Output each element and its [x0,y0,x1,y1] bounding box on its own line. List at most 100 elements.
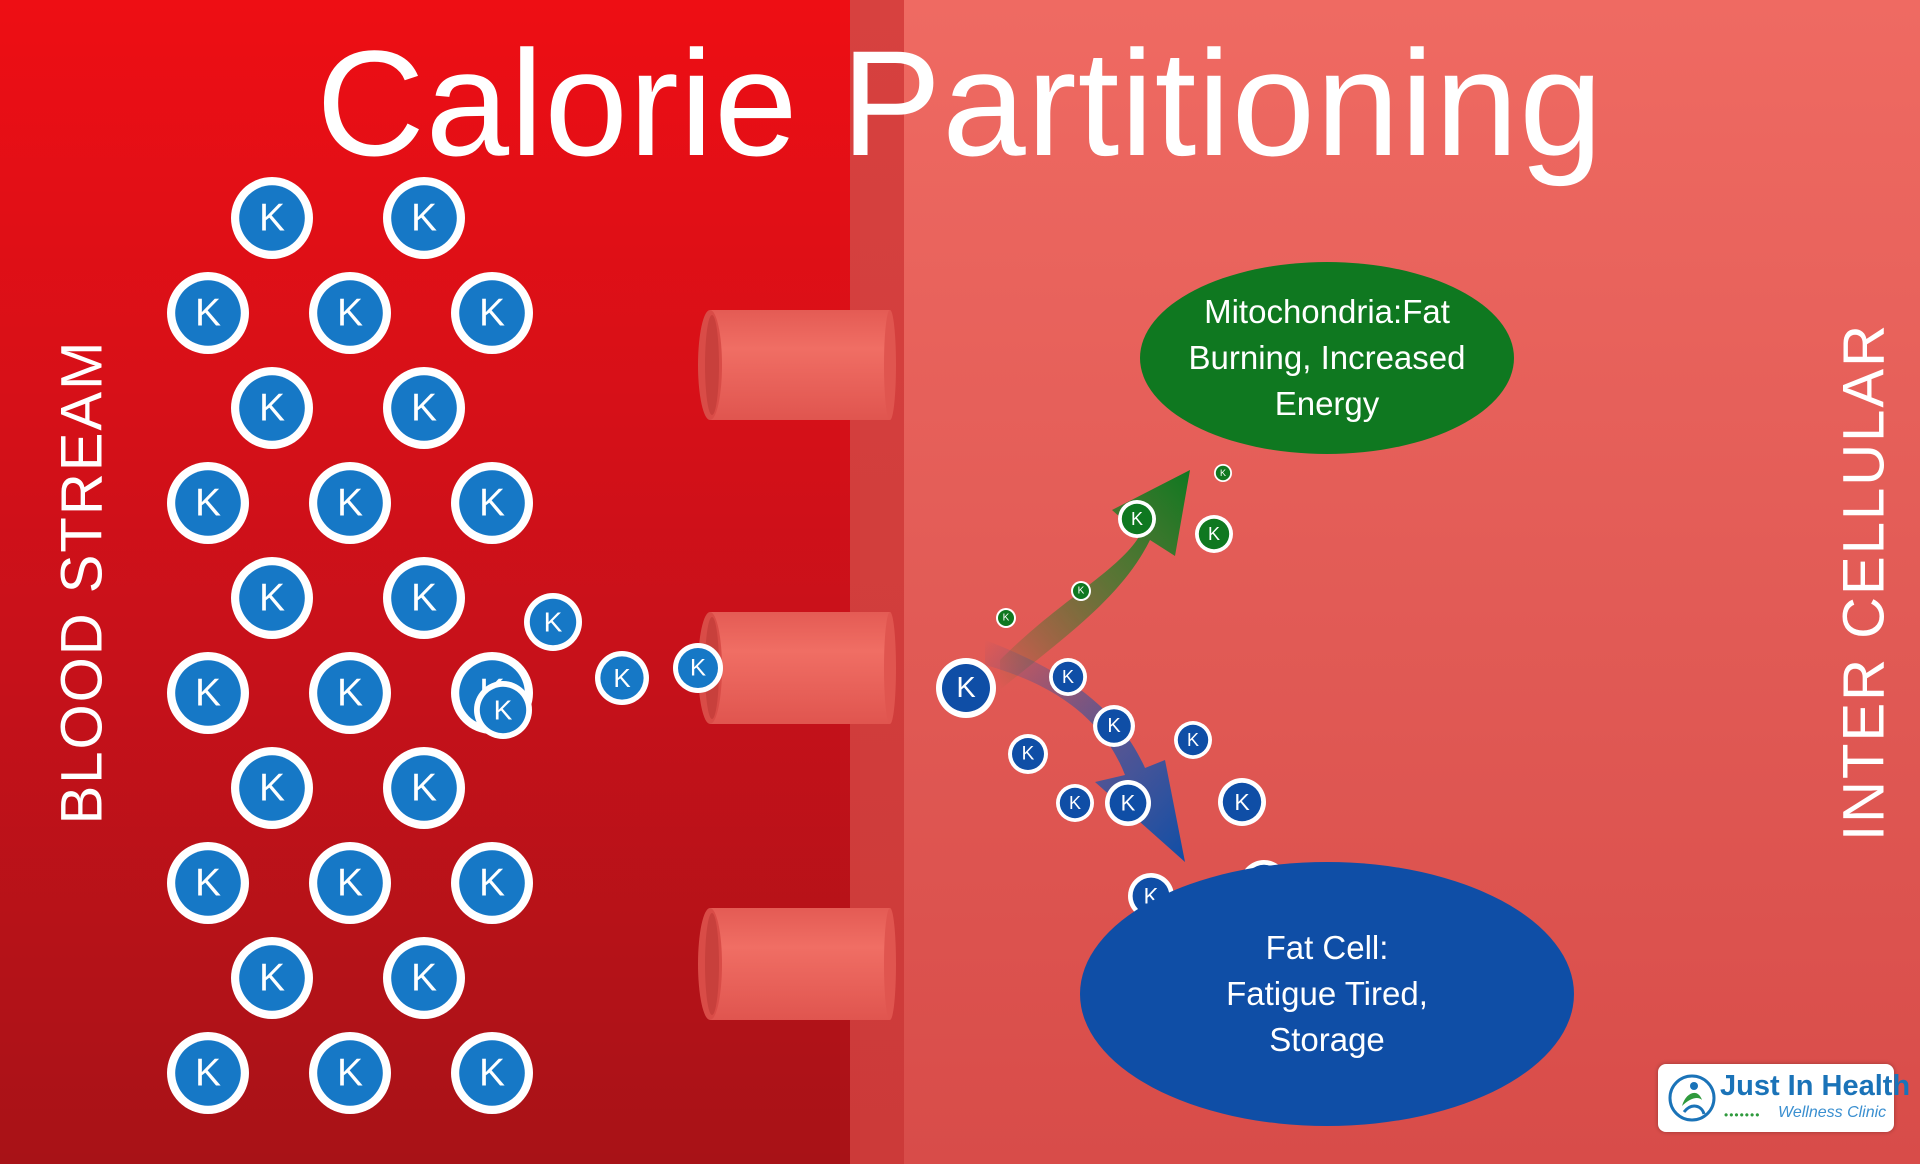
k-particle: K [474,681,532,739]
k-particle: K [1008,734,1048,774]
k-particle-core [391,945,457,1011]
k-particle-label: K [479,862,505,905]
k-particle-label: K [411,957,437,1000]
logo-name: Just In Health [1720,1070,1911,1102]
k-particle: K [524,593,582,651]
mitochondria-bubble: Mitochondria:Fat Burning, Increased Ener… [1140,262,1514,454]
k-particle: K [309,652,391,734]
k-particle: K [383,557,465,639]
k-particle: K [167,842,249,924]
fat-cell-bubble: Fat Cell: Fatigue Tired, Storage [1080,862,1574,1126]
k-particle-label: K [337,672,363,715]
k-particle-core [459,850,525,916]
k-particle-core [1073,583,1089,599]
k-particle-core [175,280,241,346]
k-particle-core [1198,518,1230,550]
k-particle-core [1121,503,1153,535]
k-particle: K [595,651,649,705]
arrow-to-mitochondria [1000,470,1190,690]
k-particle-label: K [195,292,221,335]
k-particle: K [1049,658,1087,696]
k-particle-label: K [1107,715,1121,737]
k-particle-label: K [195,862,221,905]
k-particle-label: K [1208,524,1220,544]
k-particle: K [1218,778,1266,826]
k-particle-core [1222,782,1262,822]
k-particle-core [1059,787,1091,819]
k-particle: K [996,608,1016,628]
k-particle: K [383,937,465,1019]
fat-cell-text: Fat Cell: Fatigue Tired, Storage [1226,929,1428,1058]
k-particle-core [998,610,1014,626]
k-particle: K [1105,780,1151,826]
k-particle: K [231,177,313,259]
k-particle-core [317,660,383,726]
k-particle: K [1071,581,1091,601]
k-particle-core [1109,784,1147,822]
k-particle-core [1097,709,1131,743]
k-particle-label: K [337,292,363,335]
k-particle: K [231,367,313,449]
k-particle-label: K [259,767,285,810]
k-particle: K [1093,705,1135,747]
k-particle: K [673,643,723,693]
membrane-channel-top [698,310,896,420]
k-particle-label: K [1187,730,1199,750]
k-particle-core [175,1040,241,1106]
clinic-logo: Just In Health ••••••• Wellness Clinic [1658,1064,1910,1132]
k-particle-core [459,470,525,536]
k-particle-label: K [259,957,285,1000]
k-particle-core [239,375,305,441]
k-particle-core [239,945,305,1011]
k-particle-label: K [690,655,706,682]
k-particle: K [1174,721,1212,759]
k-particle-core [239,565,305,631]
k-particle-core [459,1040,525,1106]
k-particle-label: K [1121,791,1136,816]
k-particle: K [936,658,996,718]
k-particle-label: K [259,387,285,430]
k-particle-label: K [1078,586,1085,597]
k-particle: K [167,652,249,734]
k-particle: K [309,1032,391,1114]
k-particle: K [1214,464,1232,482]
membrane-channel-bottom [698,908,896,1020]
k-particle-label: K [411,767,437,810]
k-particle: K [383,177,465,259]
k-particle: K [1056,784,1094,822]
k-particle-core [317,850,383,916]
k-particle-label: K [1234,789,1250,815]
k-particle-core [942,664,990,712]
k-particle-core [317,280,383,346]
k-particle-label: K [337,1052,363,1095]
k-particle-core [239,755,305,821]
page-title: Calorie Partitioning [316,19,1604,187]
k-particle: K [167,272,249,354]
k-particle: K [383,367,465,449]
k-particle-core [317,470,383,536]
k-particle-core [175,850,241,916]
k-particle-core [317,1040,383,1106]
k-particle-label: K [479,1052,505,1095]
k-particle-label: K [259,577,285,620]
k-particle-label: K [1069,793,1081,813]
membrane-channel-middle [698,612,896,724]
k-particle: K [309,462,391,544]
logo-dots: ••••••• [1724,1108,1761,1122]
k-particle-label: K [337,482,363,525]
k-particle-label: K [411,197,437,240]
logo-subtitle: Wellness Clinic [1778,1104,1887,1121]
k-particle-core [459,280,525,346]
k-particle-core [1052,661,1084,693]
k-particle-label: K [411,577,437,620]
k-particle-label: K [1220,468,1226,478]
k-particle: K [1118,500,1156,538]
blood-stream-label: BLOOD STREAM [49,339,115,825]
k-particle-core [175,470,241,536]
k-particle-label: K [544,607,563,638]
k-particle: K [451,842,533,924]
k-particle-label: K [195,672,221,715]
k-particle-label: K [613,663,631,693]
k-particle-core [1012,738,1044,770]
